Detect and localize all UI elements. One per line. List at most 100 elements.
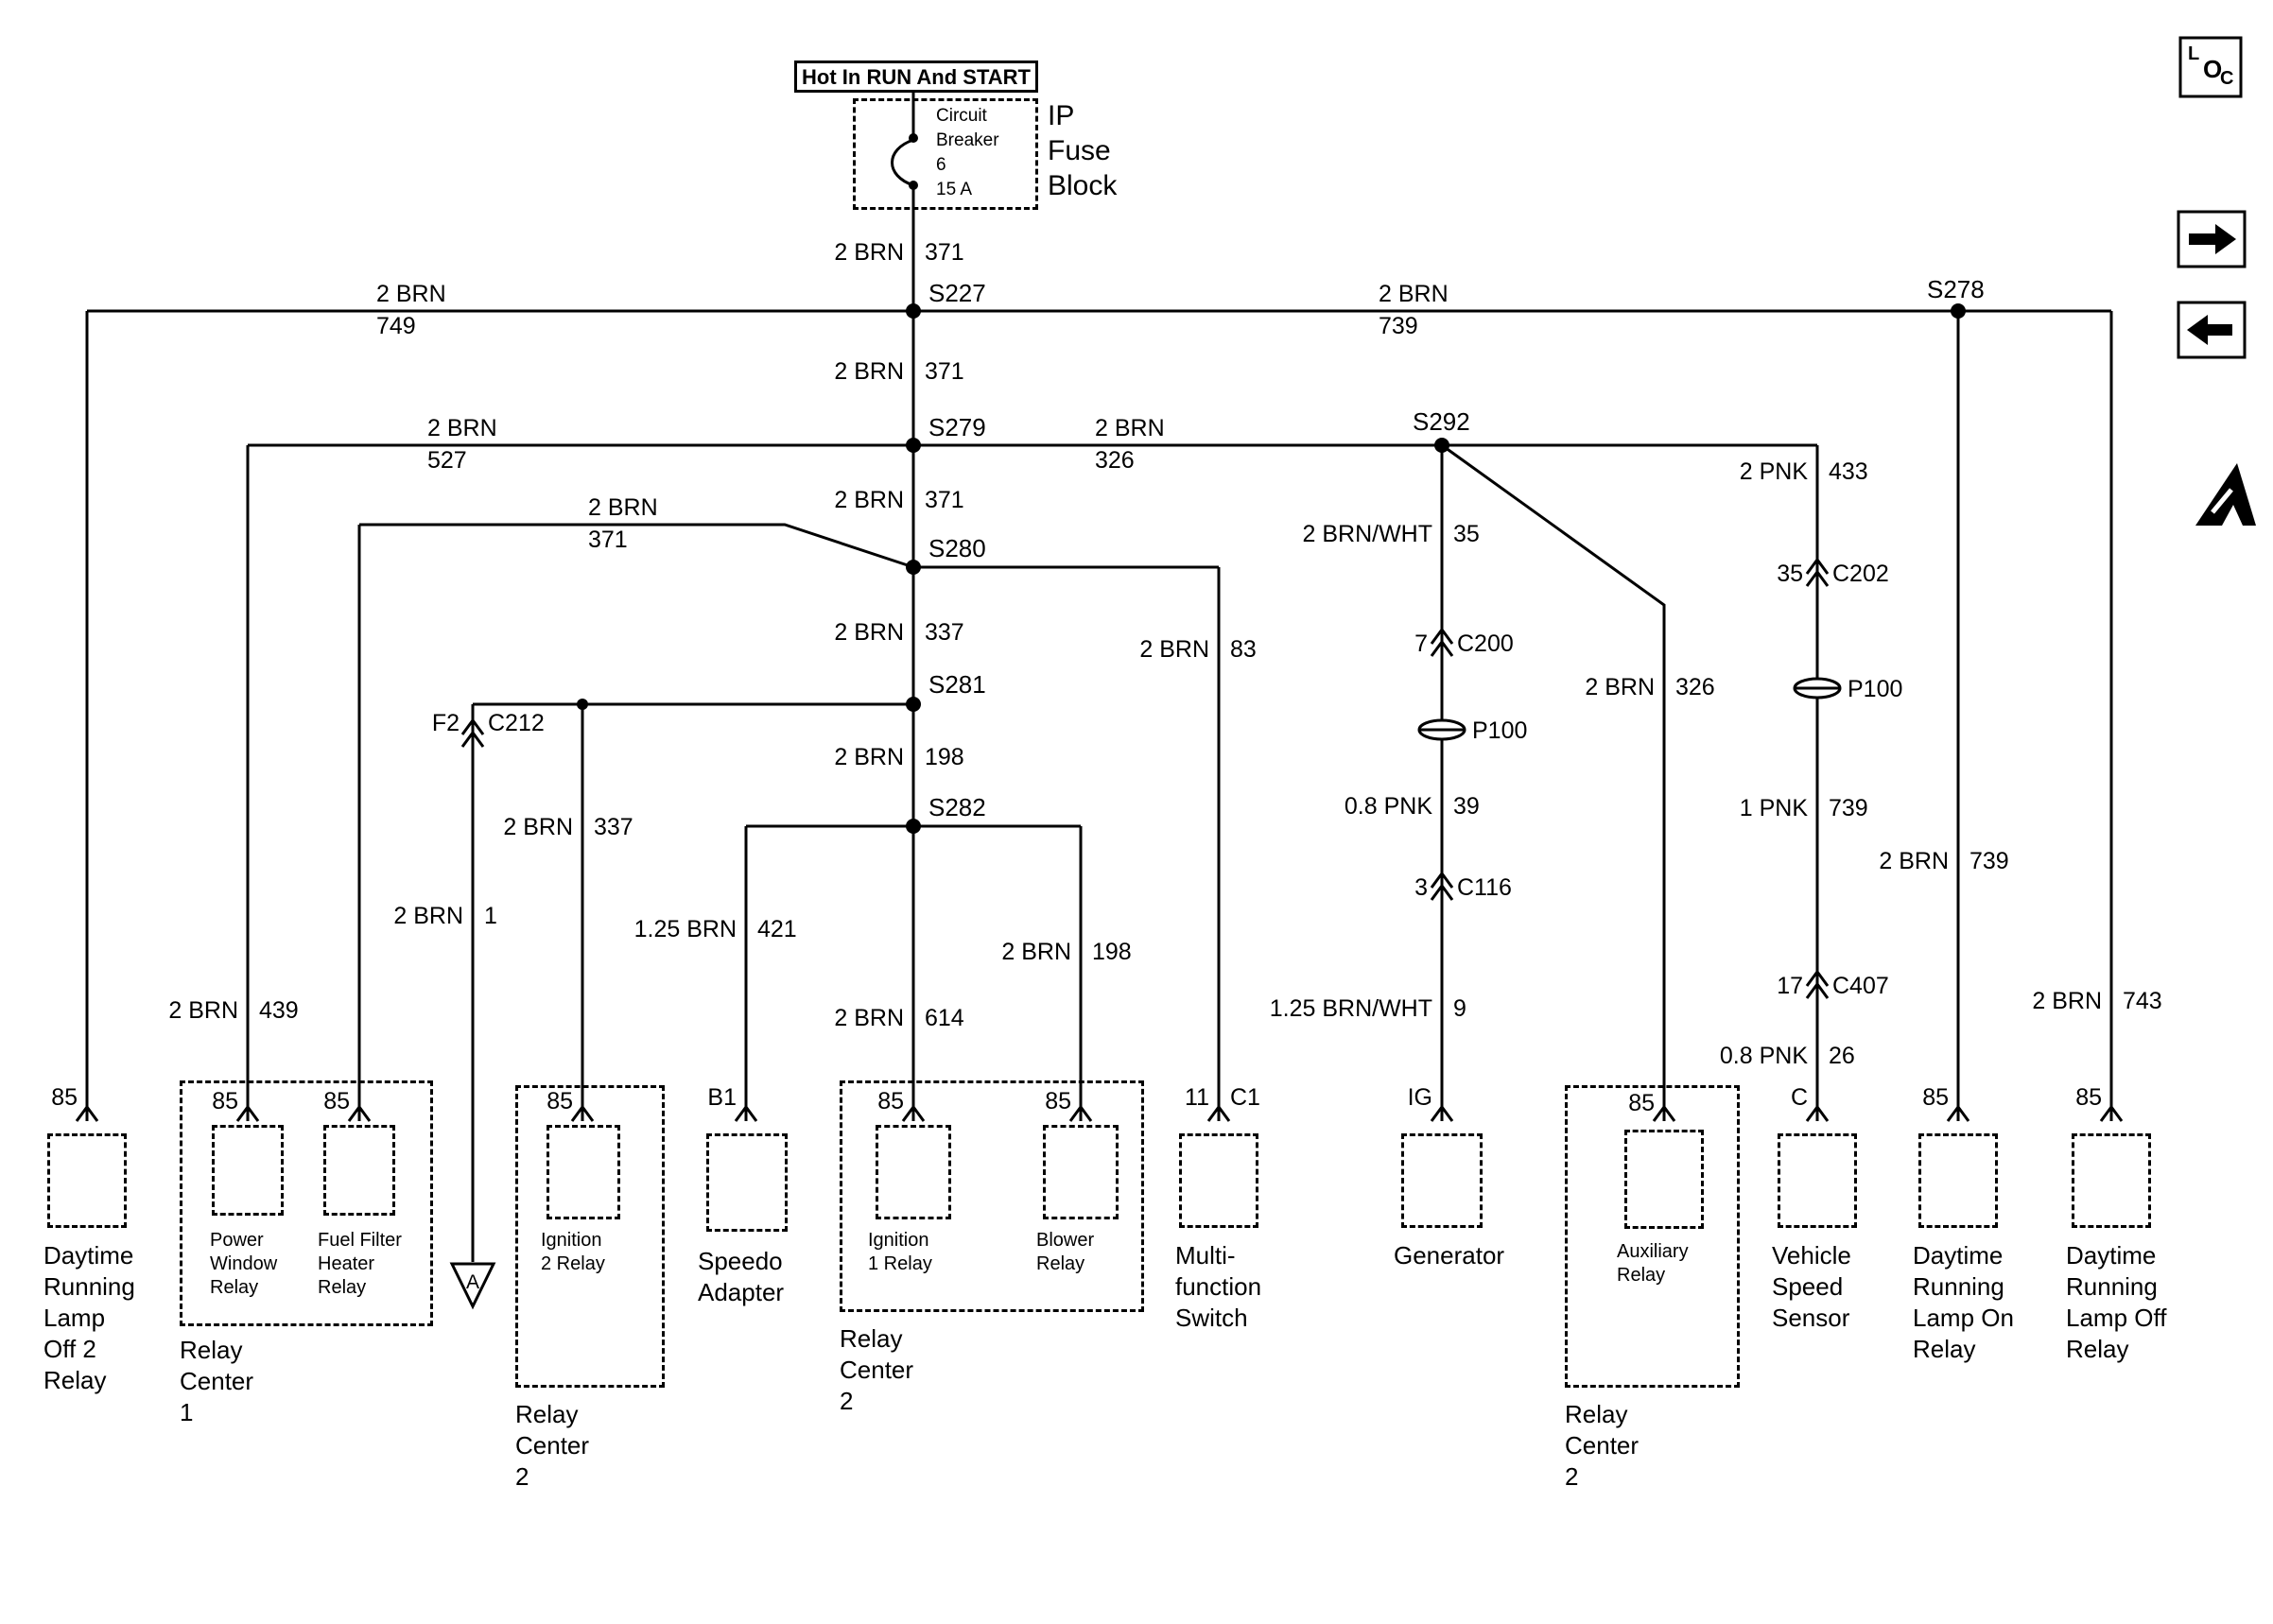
wire-label-326: 2 BRN 326	[1095, 415, 1165, 474]
wire-circuit: 39	[1453, 793, 1480, 820]
pin-icon-fuel-filter	[347, 1104, 372, 1122]
inline-connector-icon-c200	[1430, 627, 1454, 657]
wire-branch-s280	[357, 523, 1221, 1121]
wire-gauge: 2 BRN	[1139, 636, 1209, 663]
inline-connector-icon-c202	[1805, 557, 1830, 587]
wire-circuit: 439	[259, 997, 299, 1024]
wire-gauge: 1 PNK	[1739, 795, 1808, 821]
splice-dot-s279	[906, 438, 921, 453]
pin-label: C	[1790, 1084, 1808, 1111]
component-name-mfs: Multi- function Switch	[1175, 1241, 1262, 1332]
wire-circuit: 198	[1092, 939, 1132, 965]
pin-icon-drl-off2	[75, 1104, 99, 1122]
splice-dot-s280	[906, 560, 921, 575]
wire-circuit: 371	[925, 239, 964, 266]
wire-gauge: 2 BRN	[393, 903, 463, 929]
pin-icon-drl-on	[1946, 1104, 1970, 1122]
splice-label-s282: S282	[928, 793, 986, 821]
pin-label: 85	[1045, 1088, 1071, 1114]
relay-center2b-box	[840, 1080, 1144, 1312]
wire-gauge: 2 BRN	[834, 487, 904, 513]
junction-dot-ignition2	[577, 699, 588, 710]
wire-gauge: 2 BRN	[834, 744, 904, 770]
speedo-adapter-box	[706, 1133, 788, 1232]
wire-gauge: 2 BRN	[1879, 848, 1949, 874]
loc-letter-o: O	[2203, 55, 2223, 83]
breaker-terminal-bottom	[909, 181, 918, 190]
component-name-aux: Auxiliary Relay	[1617, 1241, 1689, 1286]
pin-label: 85	[323, 1088, 350, 1114]
pin-label: IG	[1407, 1084, 1432, 1111]
component-name-relay-center1: Relay Center 1	[180, 1336, 254, 1426]
blower-relay-box	[1043, 1125, 1119, 1219]
component-name-ignition2: Ignition 2 Relay	[541, 1230, 605, 1274]
pin-icon-blower	[1068, 1104, 1093, 1122]
wire-gauge: 2 BRN	[2032, 988, 2102, 1014]
wire-circuit: 326	[1675, 674, 1715, 700]
component-name-blower: Blower Relay	[1036, 1230, 1095, 1274]
pin-label: 85	[1922, 1084, 1949, 1111]
connector-pin: 7	[1414, 631, 1428, 657]
component-name-relay-center2c: Relay Center 2	[1565, 1400, 1640, 1491]
pin-label: 85	[1628, 1090, 1655, 1116]
wire-gauge: 2 BRN	[834, 1005, 904, 1031]
pin-icon-aux	[1652, 1104, 1676, 1122]
component-name-speedo: Speedo Adapter	[698, 1247, 785, 1306]
power-window-relay-box	[212, 1125, 284, 1216]
component-name-generator: Generator	[1394, 1241, 1505, 1270]
splice-label-s279: S279	[928, 413, 986, 441]
pin-icon-ignition1	[901, 1104, 926, 1122]
drl-off-relay-box	[2072, 1133, 2151, 1228]
loc-box[interactable]	[2178, 36, 2243, 98]
component-name-drl-on: Daytime Running Lamp On Relay	[1913, 1241, 2014, 1363]
wire-circuit: 26	[1829, 1043, 1855, 1069]
pin-label: 85	[547, 1088, 573, 1114]
next-arrow-button[interactable]	[2177, 210, 2247, 268]
fuel-filter-relay-box	[323, 1125, 395, 1216]
pin-label: 85	[877, 1088, 904, 1114]
drl-off2-relay-box	[47, 1133, 127, 1228]
pin-icon-speedo	[734, 1104, 758, 1122]
wire-gauge: 2 BRN	[834, 619, 904, 646]
wire-label-739: 2 BRN 739	[1379, 281, 1449, 339]
wire-circuit: 739	[1969, 848, 2009, 874]
wire-gauge: 2 BRN	[834, 358, 904, 385]
connector-pin: 3	[1414, 874, 1428, 901]
connector-name: C212	[488, 710, 545, 736]
vss-box	[1778, 1133, 1857, 1228]
component-name-ignition1: Ignition 1 Relay	[868, 1230, 932, 1274]
connector-name: C116	[1457, 874, 1512, 901]
circuit-ref-a-label: A	[465, 1271, 480, 1293]
pin-label: 85	[51, 1084, 78, 1111]
component-name-drl-off: Daytime Running Lamp Off Relay	[2066, 1241, 2167, 1363]
pin-icon-vss	[1805, 1104, 1830, 1122]
wire-gauge: 0.8 PNK	[1344, 793, 1432, 820]
wire-gauge: 1.25 BRN/WHT	[1269, 995, 1432, 1022]
wire-circuit: 337	[925, 619, 964, 646]
loc-letter-l: L	[2188, 43, 2200, 64]
component-name-drl-off2: Daytime Running Lamp Off 2 Relay	[43, 1241, 135, 1394]
wire-gauge: 2 BRN	[1585, 674, 1655, 700]
drl-on-relay-box	[1918, 1133, 1998, 1228]
esd-warning-icon	[2195, 463, 2256, 526]
pin-icon-power-window	[235, 1104, 260, 1122]
relay-center2c-box	[1565, 1085, 1740, 1388]
breaker-terminal-top	[909, 133, 918, 143]
prev-arrow-button[interactable]	[2177, 301, 2247, 359]
grommet-label-p100-vss: P100	[1848, 676, 1903, 702]
wire-gauge: 2 BRN	[168, 997, 238, 1024]
splice-dot-s278	[1951, 303, 1966, 319]
ignition1-relay-box	[876, 1125, 951, 1219]
splice-label-s292: S292	[1413, 407, 1470, 436]
fuse-block-box	[853, 98, 1038, 210]
wire-label-371-branch: 2 BRN 371	[588, 494, 658, 553]
pin-icon-ignition2	[570, 1104, 595, 1122]
component-name-vss: Vehicle Speed Sensor	[1772, 1241, 1851, 1332]
aux-relay-box	[1624, 1130, 1704, 1229]
circuit-breaker-label: Circuit Breaker 6 15 A	[936, 106, 999, 199]
wire-circuit: 739	[1829, 795, 1868, 821]
wire-gauge: 2 PNK	[1739, 458, 1808, 485]
connector-pin: 35	[1777, 561, 1803, 587]
wire-circuit: 371	[925, 487, 964, 513]
